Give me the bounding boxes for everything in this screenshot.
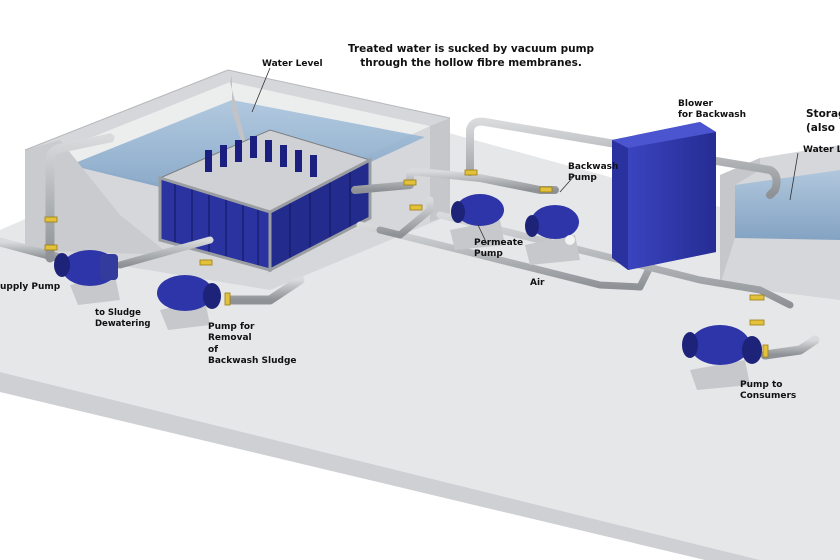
membrane-module — [158, 129, 372, 273]
backwash-pump-label: Backwash Pump — [568, 162, 618, 185]
sludge-removal-pump-label: Pump for Removal of Backwash Sludge — [208, 322, 297, 367]
blower-unit — [612, 122, 716, 270]
sludge-removal-pump-unit — [157, 275, 221, 330]
consumers-label-line-1: Pump to — [740, 380, 783, 390]
removal-label-line-2: Removal — [208, 333, 252, 344]
valves — [44, 169, 769, 358]
sludge-dewatering-label: to Sludge Dewatering — [95, 308, 150, 329]
water-level-label-left: Water Level — [262, 59, 323, 69]
permeate-pump-unit — [450, 194, 505, 250]
blower-label-line-1: Blower — [678, 99, 713, 109]
sludge-label-line-2: Dewatering — [95, 318, 151, 329]
blower-label-line-2: for Backwash — [678, 110, 747, 121]
air-label: Air — [530, 278, 545, 288]
storage-label: Storag (also — [806, 108, 840, 135]
supply-pump-unit — [54, 250, 120, 305]
sludge-label-line-1: to Sludge — [95, 308, 141, 318]
blower-label: Blower for Backwash — [678, 99, 746, 122]
water-level-label-right: Water Le — [803, 145, 840, 155]
removal-label-line-1: Pump for — [208, 322, 255, 332]
floor-edge — [0, 372, 760, 560]
consumers-pump-label: Pump to Consumers — [740, 380, 796, 403]
removal-label-line-3: of — [208, 344, 219, 355]
permeate-pump-label-line-1: Permeate — [474, 238, 524, 248]
backwash-pump-label-line-2: Pump — [568, 173, 597, 184]
supply-pump-label: upply Pump — [0, 282, 61, 292]
storage-tank — [720, 145, 840, 300]
caption-line-1: Treated water is sucked by vacuum pump — [348, 43, 595, 55]
leader-lines — [251, 67, 799, 245]
backwash-pump-label-line-1: Backwash — [568, 162, 619, 172]
permeate-pump-label: Permeate Pump — [474, 238, 523, 261]
backwash-pump-unit — [525, 205, 580, 265]
removal-label-line-4: Backwash Sludge — [208, 355, 297, 366]
storage-label-line-2: (also — [806, 121, 835, 134]
caption: Treated water is sucked by vacuum pump t… — [348, 43, 594, 70]
consumers-label-line-2: Consumers — [740, 391, 797, 402]
caption-line-2: through the hollow fibre membranes. — [360, 56, 582, 69]
storage-label-line-1: Storag — [806, 108, 840, 120]
consumers-pump-unit — [682, 325, 762, 390]
permeate-pump-label-line-2: Pump — [474, 249, 503, 260]
